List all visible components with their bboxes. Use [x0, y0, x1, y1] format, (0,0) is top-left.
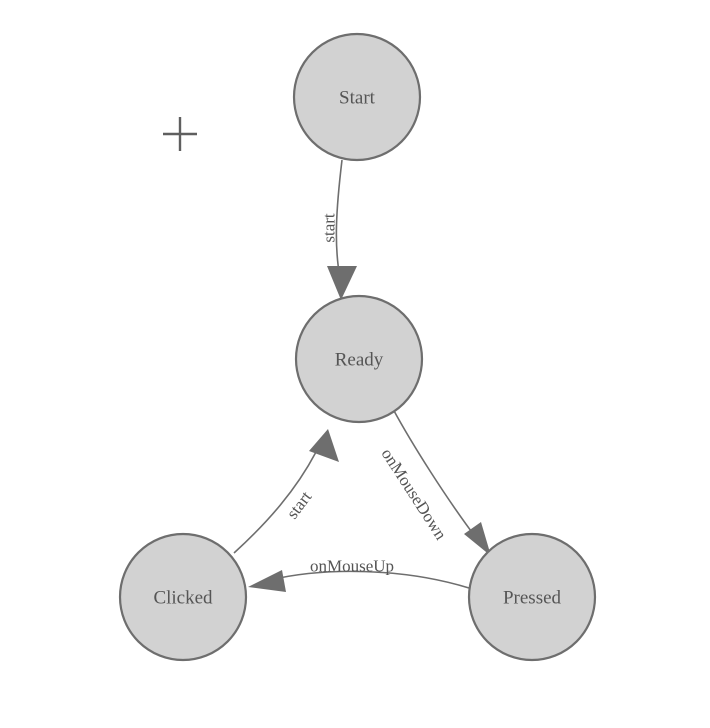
- node-pressed-label: Pressed: [503, 588, 562, 609]
- node-ready[interactable]: Ready: [294, 294, 424, 424]
- edge-label-ready-to-pressed: onMouseDown: [377, 445, 450, 544]
- edge-label-pressed-to-clicked: onMouseUp: [310, 557, 394, 576]
- node-clicked-label: Clicked: [153, 588, 213, 609]
- node-ready-circle: [294, 294, 424, 424]
- plus-marker-icon: [163, 117, 197, 151]
- node-ready-label: Ready: [335, 350, 384, 371]
- node-clicked[interactable]: Clicked: [118, 532, 248, 662]
- node-start-circle: [292, 32, 422, 162]
- edge-ready-to-pressed-arrowhead: [464, 522, 491, 556]
- edge-start-to-ready-arrowhead: [327, 266, 357, 300]
- node-start-label: Start: [339, 88, 376, 109]
- node-pressed-circle: [467, 532, 597, 662]
- node-start[interactable]: Start: [292, 32, 422, 162]
- node-pressed[interactable]: Pressed: [467, 532, 597, 662]
- edge-clicked-to-ready-arrowhead: [309, 429, 339, 462]
- edge-clicked-to-ready-path: [233, 451, 317, 554]
- edge-pressed-to-clicked-path: [269, 570, 470, 589]
- edge-ready-to-pressed-path: [392, 408, 478, 540]
- edge-ready-to-pressed[interactable]: onMouseDown: [377, 408, 491, 556]
- edge-pressed-to-clicked[interactable]: onMouseUp: [248, 557, 470, 593]
- edge-label-start-to-ready: start: [320, 213, 339, 243]
- edge-start-to-ready[interactable]: start: [320, 159, 358, 300]
- edge-label-clicked-to-ready: start: [283, 487, 316, 522]
- edge-pressed-to-clicked-arrowhead: [248, 570, 286, 592]
- edge-clicked-to-ready[interactable]: start: [233, 429, 339, 554]
- node-clicked-circle: [118, 532, 248, 662]
